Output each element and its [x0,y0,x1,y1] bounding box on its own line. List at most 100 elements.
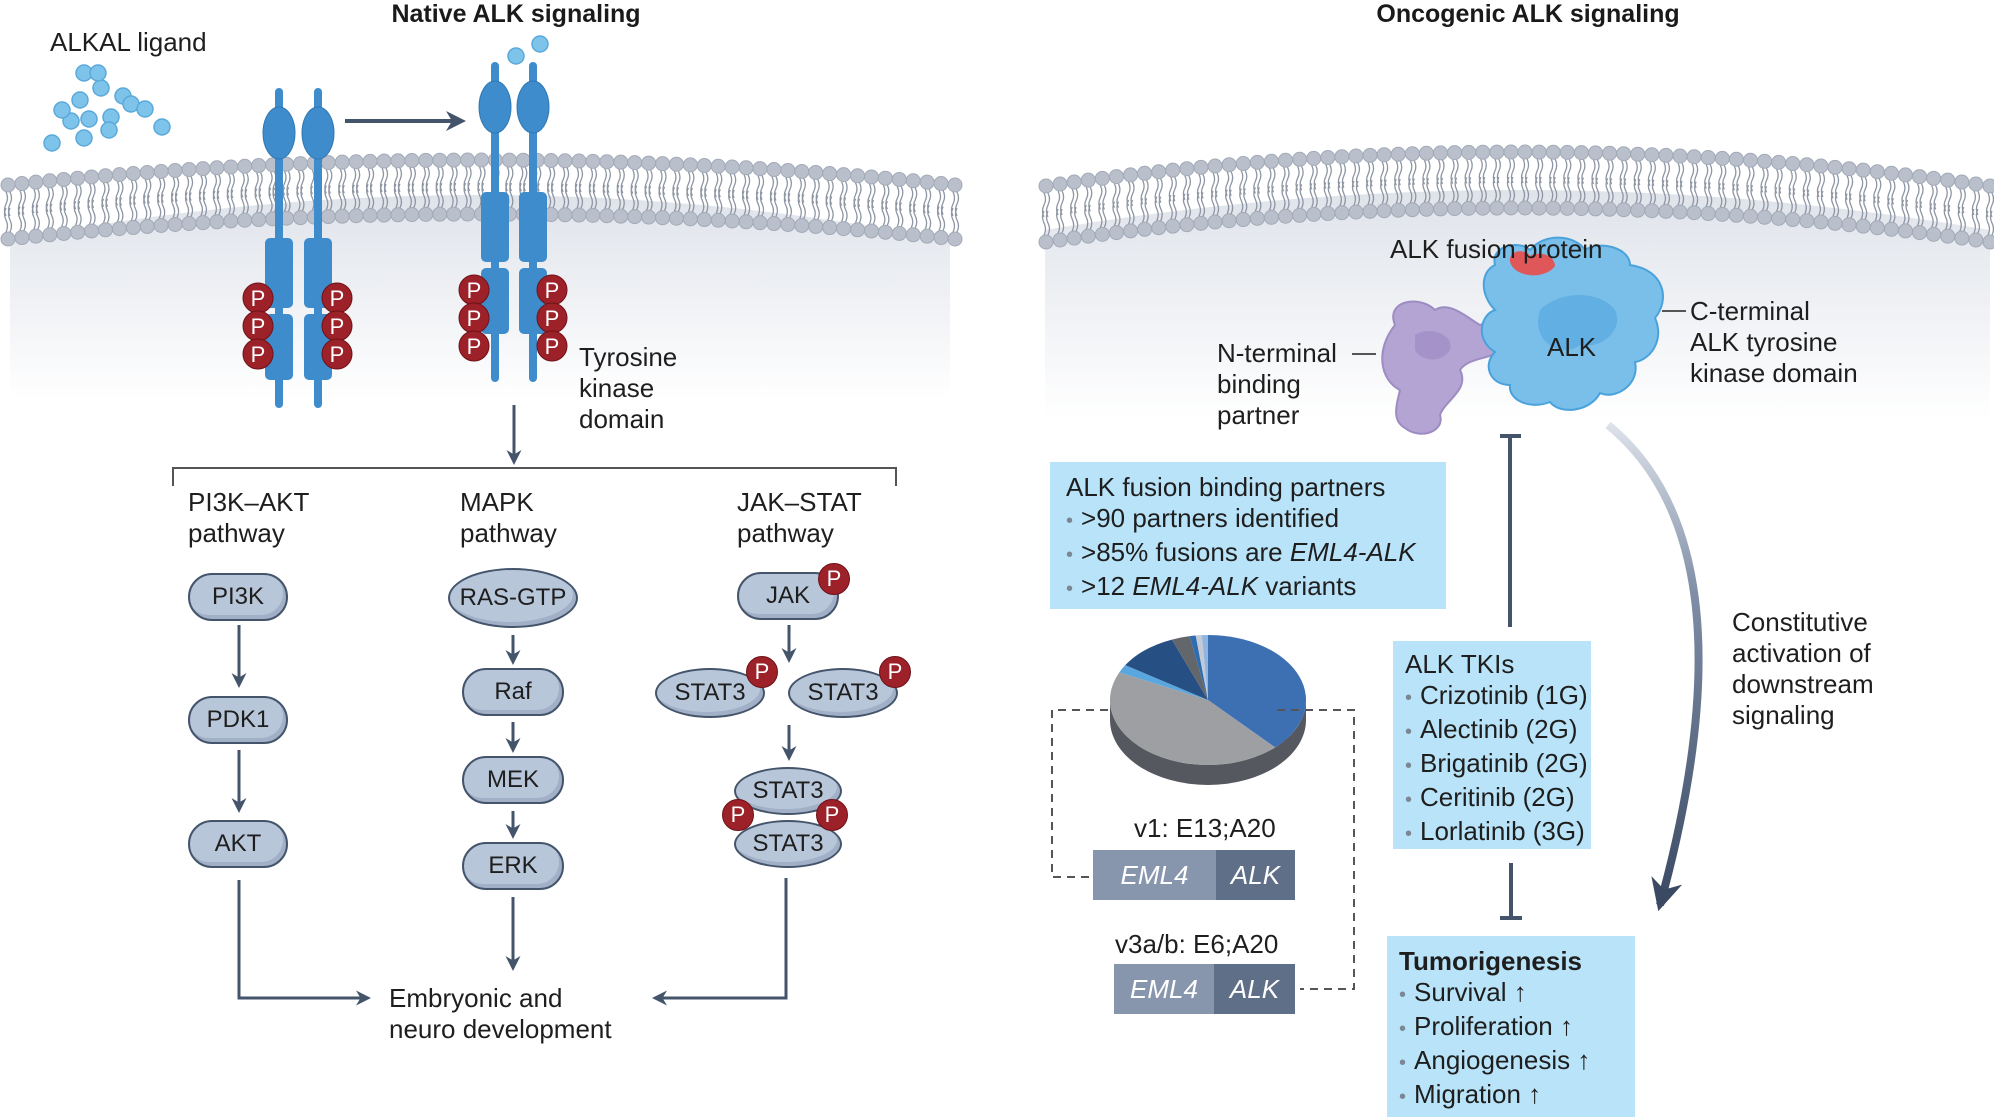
lipid-tail [1394,178,1403,204]
lipid-tail [1859,194,1868,220]
lipid-head [808,164,824,180]
pie-slice [1119,665,1208,700]
variant-v3-bar: EML4 ALK [1114,964,1295,1014]
svg-text:P: P [467,334,482,359]
lipid-head [1165,218,1181,234]
lipid-head [1545,144,1561,160]
lipid-head [223,213,239,229]
lipid-tail [644,185,653,211]
ligand-molecule [75,129,93,147]
lipid-head [111,167,127,183]
lipid-head [1193,159,1209,175]
phospho-icon: P [458,274,490,306]
lipid-head [1235,156,1251,172]
lipid-head [1855,218,1871,234]
lipid-tail [1464,177,1473,202]
lipid-head [195,215,211,231]
lipid-head [348,154,364,170]
lipid-head [1742,152,1758,168]
lipid-tail [1436,177,1445,203]
lipid-head [808,218,824,234]
lipid-tail [602,184,611,210]
lipid-tail [435,182,444,208]
lipid-tail [867,199,876,225]
lipid-tail [1689,181,1699,207]
lipid-head [1517,144,1533,160]
lipid-head [1503,144,1519,160]
lipid-tail [212,190,222,216]
v1-connector [1051,709,1108,878]
lipid-tail [1309,183,1318,208]
lipid-head [1587,201,1603,217]
lipid-head [1912,225,1928,241]
eml4-segment: EML4 [1093,850,1216,900]
lipid-head [1292,151,1308,167]
lipid-head [1869,164,1885,180]
lipid-head [1616,146,1632,162]
lipid-head [1954,174,1970,190]
phospho-icon: P [242,282,274,314]
lipid-head [877,224,893,240]
lipid-head [947,231,963,247]
lipid-tail [1577,177,1586,202]
lipid-head [84,223,100,239]
lipid-head [42,227,58,243]
lipid-head [1306,206,1322,222]
lipid-tail [1830,192,1840,217]
lipid-head [850,222,866,238]
lipid-head [1841,161,1857,177]
lipid-head [710,212,726,228]
lipid-head [1094,170,1110,186]
phospho-icon: P [536,302,568,334]
lipid-head [1587,145,1603,161]
lipid-head [613,154,629,170]
lipid-head [919,228,935,244]
lipid-head [1912,169,1928,185]
ligand-molecule [100,121,118,139]
svg-text:P: P [545,334,560,359]
lipid-head [655,210,671,226]
lipid-head [1263,153,1279,169]
lipid-head [1728,151,1744,167]
lipid-tail [129,196,138,221]
lipid-head [432,152,448,168]
lipid-tail [17,206,27,231]
lipid-head [1137,221,1153,237]
lipid-tail [839,197,848,222]
alk-tki-list: •Crizotinib (1G)•Alectinib (2G)•Brigatin… [1405,680,1588,850]
lipid-head [1559,144,1575,160]
lipid-head [1968,176,1984,192]
pie-slice [1171,636,1208,700]
lipid-head [432,206,448,222]
lipid-head [919,174,935,190]
lipid-tail [630,185,639,210]
tumorigenesis-item: •Angiogenesis ↑ [1399,1045,1591,1075]
lipid-head [836,167,852,183]
node-stat3-dimer-bottom: STAT3 [734,820,842,868]
lipid-tail [755,191,765,216]
node-erk: ERK [462,842,564,890]
lipid-head [14,176,30,192]
node-mek: MEK [462,756,564,804]
phospho-icon: P [458,302,490,334]
lipid-tail [170,193,180,218]
lipid-head [1982,178,1994,194]
lipid-tail [1971,208,1981,234]
lipid-head [14,230,30,246]
lipid-head [1785,212,1801,228]
lipid-tail [700,188,709,213]
lipid-tail [379,183,389,209]
lipid-head [905,227,921,243]
svg-text:P: P [467,306,482,331]
kinase-domain-upper [481,192,509,262]
lipid-tail [1253,187,1262,212]
lipid-head [139,164,155,180]
bullet-icon: • [1399,1052,1407,1074]
lipid-head [390,207,406,223]
lipid-head [1376,147,1392,163]
alk-receptor [262,88,296,408]
node-stat3-b: STAT3 [788,668,898,718]
lipid-tail [1802,189,1811,215]
lipid-head [724,213,740,229]
